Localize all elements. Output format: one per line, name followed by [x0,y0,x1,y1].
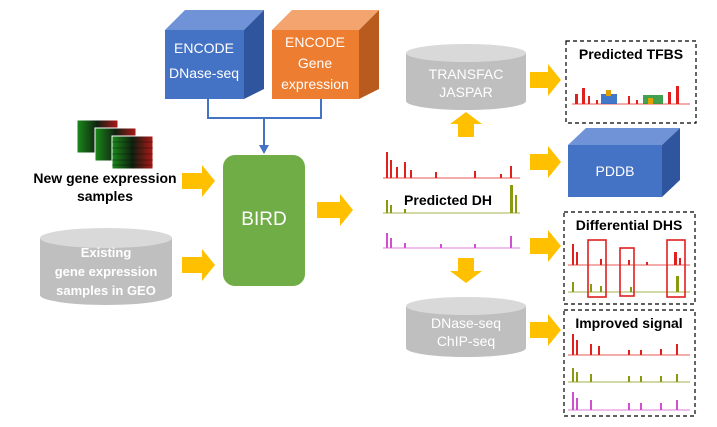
bird-label: BIRD [241,209,286,230]
encode-dnase-line2: DNase-seq [169,65,239,81]
dnase-chip-line2: ChIP-seq [437,333,495,349]
predicted-dh-label: Predicted DH [404,192,492,208]
differential-dhs-panel: Differential DHS [563,211,696,305]
pddb-cube: PDDB [568,128,680,197]
dhs-highlight-1 [587,239,607,298]
arrow-dh-to-transfac [450,112,482,137]
encode-expr-line1: ENCODE [285,34,345,50]
bird-model-box: BIRD [223,155,305,286]
existing-line2: gene expression [55,264,158,279]
encode-gene-expression-cube: ENCODE Gene expression [272,10,379,99]
dhs-highlight-2 [619,247,635,297]
transfac-line2: JASPAR [439,84,492,100]
existing-line1: Existing [81,245,132,260]
encode-expr-line2: Gene [298,55,332,71]
arrow-to-predicted-tfbs [530,64,561,96]
improved-signal-panel: Improved signal [563,309,696,417]
improved-signal-title: Improved signal [575,315,682,331]
existing-line3: samples in GEO [56,283,156,298]
arrow-dh-to-dnase-chip [450,258,482,283]
arrow-bird-to-dh [317,194,353,226]
encode-dnase-line1: ENCODE [174,40,234,56]
dnase-chip-line1: DNase-seq [431,315,501,331]
new-samples-line2: samples [77,188,133,204]
predicted-tfbs-panel: Predicted TFBS [565,40,697,124]
arrow-new-to-bird [182,165,215,197]
pddb-label: PDDB [596,163,635,179]
geo-samples-cylinder: Existing gene expression samples in GEO [40,228,172,305]
predicted-dh-tracks: Predicted DH [383,152,520,249]
encode-expr-line3: expression [281,76,349,92]
predicted-tfbs-title: Predicted TFBS [579,46,683,62]
dnase-chip-cylinder: DNase-seq ChIP-seq [406,297,526,357]
encode-dnase-seq-cube: ENCODE DNase-seq [165,10,264,99]
arrow-geo-to-bird [182,249,215,281]
encode-to-bird-connector [207,99,322,154]
transfac-line1: TRANSFAC [429,66,504,82]
arrow-to-improved-signal [530,314,561,346]
dhs-highlight-3 [666,239,686,298]
arrow-to-differential-dhs [530,230,561,262]
differential-dhs-title: Differential DHS [576,217,683,233]
motif-logo [572,86,690,105]
expression-heatmap-icon [76,119,154,170]
new-samples-line1: New gene expression [33,170,176,186]
transfac-jaspar-cylinder: TRANSFAC JASPAR [406,44,526,110]
arrow-to-pddb [530,146,561,178]
